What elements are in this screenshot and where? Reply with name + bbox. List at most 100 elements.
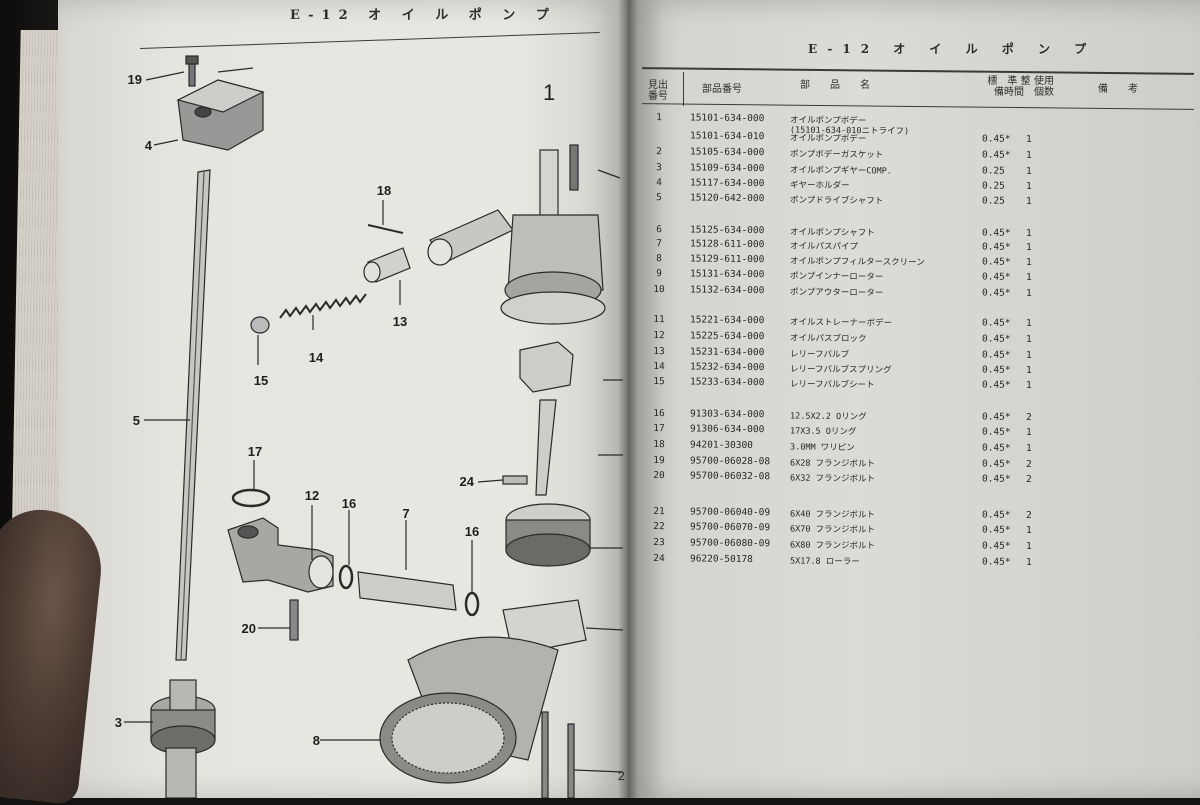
callout-1: 1 <box>543 80 555 105</box>
cell-no: 6 <box>648 224 670 235</box>
callout-4: 4 <box>145 138 153 153</box>
cell-part-number: 15225-634-000 <box>690 330 764 342</box>
cell-quantity: 1 <box>1026 288 1032 299</box>
oil-pump-exploded-diagram: 19 4 18 13 14 15 5 17 12 16 7 16 24 20 3… <box>58 0 628 798</box>
part-19-bolt <box>186 56 198 86</box>
part-14-spring <box>280 294 366 318</box>
cell-part-name: ポンプインナーローター <box>790 269 883 282</box>
cell-no: 15 <box>648 376 670 387</box>
cell-part-number: 15131-634-000 <box>690 268 764 280</box>
cell-part-number: 15120-642-000 <box>690 192 764 204</box>
callout-16-right: 16 <box>465 524 479 539</box>
cell-part-name: オイルポンプギヤーCOMP. <box>790 163 892 176</box>
cell-no: 16 <box>648 408 670 419</box>
cell-part-number: 15232-634-000 <box>690 361 764 373</box>
cell-part-name: オイルポンプボデー <box>790 131 866 144</box>
cell-quantity: 1 <box>1026 380 1032 391</box>
cell-part-number: 15221-634-000 <box>690 314 764 326</box>
cell-quantity: 1 <box>1026 134 1032 145</box>
callout-5: 5 <box>133 413 140 428</box>
cell-standard-hours: 0.45* <box>982 317 1011 328</box>
cell-standard-hours: 0.45* <box>982 364 1011 375</box>
cell-quantity: 1 <box>1026 166 1032 177</box>
cell-quantity: 1 <box>1026 525 1032 536</box>
cell-standard-hours: 0.45* <box>982 256 1011 267</box>
cell-part-name: ポンプボデーガスケット <box>790 147 883 160</box>
callout-13: 13 <box>393 314 407 329</box>
cell-standard-hours: 0.45* <box>982 556 1011 567</box>
cell-no: 9 <box>648 268 670 279</box>
cell-quantity: 2 <box>1026 474 1032 485</box>
cell-standard-hours: 0.45* <box>982 411 1011 422</box>
cell-part-number: 95700-06070-09 <box>690 521 770 533</box>
callout-8: 8 <box>313 733 320 748</box>
cell-standard-hours: 0.45* <box>982 458 1011 469</box>
cell-no: 3 <box>648 162 670 173</box>
cell-part-name: ポンプアウターローター <box>790 285 883 298</box>
cell-standard-hours: 0.45* <box>982 271 1011 282</box>
cell-no: 13 <box>648 346 670 357</box>
cell-part-number: 95700-06080-09 <box>690 537 770 549</box>
callout-16-left: 16 <box>342 496 356 511</box>
cell-part-number: 15132-634-000 <box>690 284 764 296</box>
cell-standard-hours: 0.45* <box>982 442 1011 453</box>
cell-part-number: 91306-634-000 <box>690 423 764 435</box>
cell-part-name: 12.5X2.2 Oリング <box>790 409 867 422</box>
cell-part-name: 5X17.8 ローラー <box>790 554 860 567</box>
cell-quantity: 1 <box>1026 272 1032 283</box>
cell-part-number: 15105-634-000 <box>690 146 764 158</box>
cell-part-name: オイルポンプフィルタースクリーン <box>790 254 925 267</box>
cell-quantity: 1 <box>1026 350 1032 361</box>
cell-standard-hours: 0.45* <box>982 349 1011 360</box>
cell-quantity: 1 <box>1026 196 1032 207</box>
cell-part-name: レリーフバルブシート <box>790 377 875 390</box>
cell-standard-hours: 0.45* <box>982 333 1011 344</box>
cell-quantity: 2 <box>1026 459 1032 470</box>
cell-part-number: 15109-634-000 <box>690 162 764 174</box>
cell-part-name: オイルパスブロック <box>790 331 867 344</box>
callout-18: 18 <box>377 183 391 198</box>
cell-no: 17 <box>648 423 670 434</box>
cell-standard-hours: 0.45* <box>982 227 1011 238</box>
cell-part-name: オイルストレーナーボデー <box>790 315 892 328</box>
cell-part-name: 3.0MM ワリピン <box>790 440 855 453</box>
cell-part-name: オイルポンプシャフト <box>790 225 875 238</box>
part-10-outer-rotor <box>506 504 590 566</box>
callout-3: 3 <box>115 715 122 730</box>
cell-no: 7 <box>648 238 670 249</box>
part-5-drive-shaft <box>176 170 210 660</box>
col-header-part-no: 部品番号 <box>702 84 742 95</box>
part-12-oil-pass-block <box>228 518 333 592</box>
cell-part-number: 96220-50178 <box>690 553 753 565</box>
cell-standard-hours: 0.45* <box>982 509 1011 520</box>
cell-part-name: レリーフバルブ <box>790 347 849 360</box>
callout-19: 19 <box>128 72 142 87</box>
cell-quantity: 2 <box>1026 412 1032 423</box>
cell-standard-hours: 0.45* <box>982 241 1011 252</box>
cell-quantity: 1 <box>1026 427 1032 438</box>
cell-no: 10 <box>648 284 670 295</box>
cell-part-name: オイルパスパイプ <box>790 239 858 252</box>
cell-quantity: 1 <box>1026 557 1032 568</box>
cell-part-number: 95700-06032-08 <box>690 470 770 482</box>
cell-quantity: 1 <box>1026 318 1032 329</box>
cell-part-name: 6X32 フランジボルト <box>790 471 875 484</box>
cell-standard-hours: 0.25 <box>982 195 1005 206</box>
cell-no: 20 <box>648 470 670 481</box>
cell-part-number: 15129-611-000 <box>690 253 764 265</box>
callout-15: 15 <box>254 373 268 388</box>
cell-no: 14 <box>648 361 670 372</box>
cell-no: 22 <box>648 521 670 532</box>
part-3-gear <box>151 680 215 798</box>
part-13-relief-valve <box>364 248 410 282</box>
cell-standard-hours: 0.45* <box>982 473 1011 484</box>
cell-part-name: ギヤーホルダー <box>790 178 850 191</box>
cell-part-name: レリーフバルブスプリング <box>790 362 892 375</box>
cell-part-number: 15233-634-000 <box>690 376 764 388</box>
cell-quantity: 1 <box>1026 541 1032 552</box>
cell-part-name: ポンプドライブシャフト <box>790 193 883 206</box>
cell-part-number: 15117-634-000 <box>690 177 764 189</box>
cell-part-name: 6X70 フランジボルト <box>790 522 875 535</box>
cell-standard-hours: 0.45* <box>982 426 1011 437</box>
cell-quantity: 1 <box>1026 150 1032 161</box>
